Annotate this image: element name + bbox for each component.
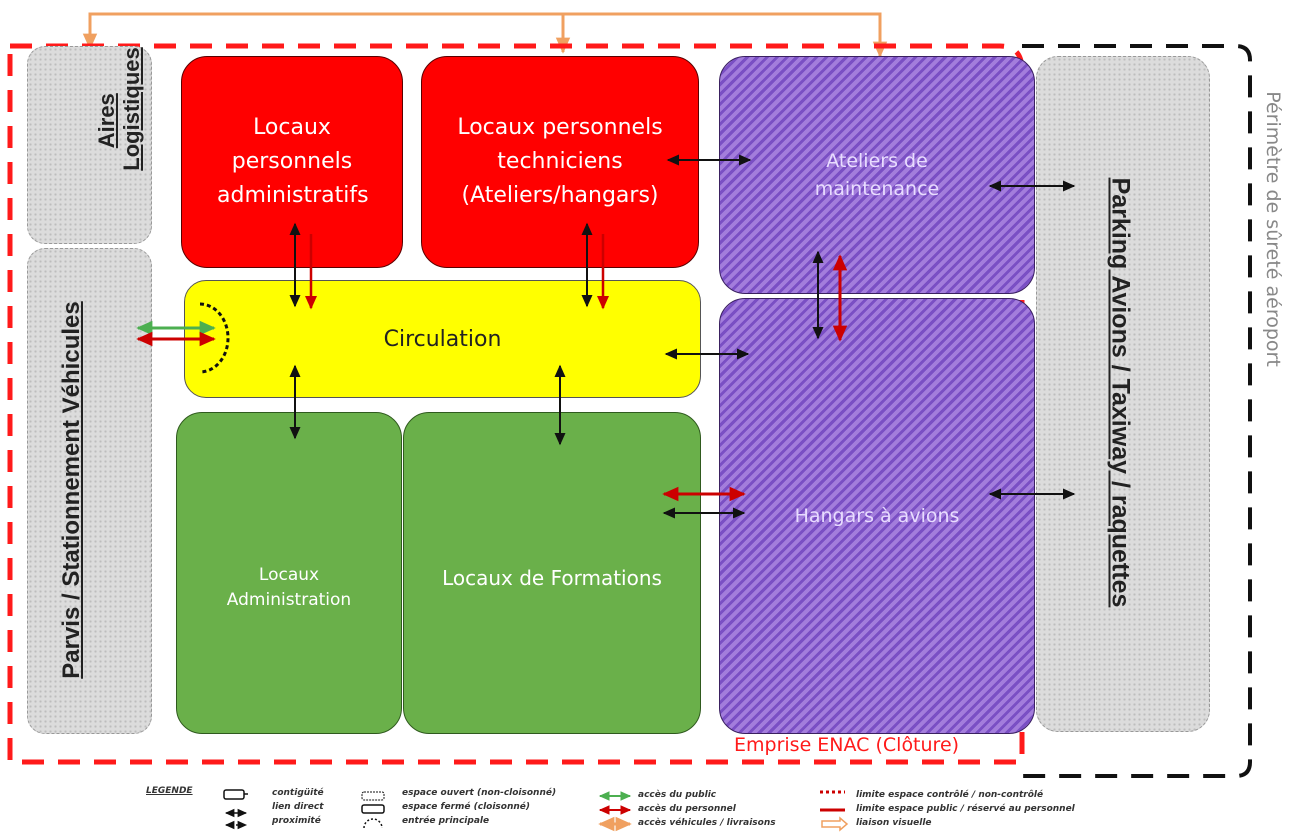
contiguite-icon <box>223 789 245 800</box>
legend-acces-public: accès du public <box>638 790 717 800</box>
espace-ouvert-icon <box>361 791 385 801</box>
zone-aires-logistiques <box>27 46 152 244</box>
perimeter-boundary <box>1022 44 1252 778</box>
legend-lien-direct: lien direct <box>272 802 324 812</box>
legend-contiguite: contigüité <box>272 788 324 798</box>
zone-locaux-administration: Locaux Administration <box>176 412 402 734</box>
legend-symbols <box>223 789 849 832</box>
legend-liaison-visuelle: liaison visuelle <box>856 818 932 828</box>
zone-locaux-personnels-techniciens: Locaux personnels techniciens (Ateliers/… <box>421 56 699 268</box>
zone-parking <box>1036 56 1210 732</box>
legend-espace-ouvert: espace ouvert (non-cloisonné) <box>402 788 557 798</box>
zone-circulation: Circulation <box>184 280 701 398</box>
zone-hangars-avions: Hangars à avions <box>719 298 1035 734</box>
legend-espace-ferme: espace fermé (cloisonné) <box>402 802 530 812</box>
zone-ateliers-maintenance: Ateliers de maintenance <box>719 56 1035 294</box>
legend-entree: entrée principale <box>402 816 490 826</box>
legend-title: LEGENDE <box>146 786 193 796</box>
emprise-label: Emprise ENAC (Clôture) <box>730 734 964 756</box>
main-entrance-icon <box>199 302 230 374</box>
liaison-visuelle-icon <box>821 816 849 832</box>
legend-proximite: proximité <box>272 816 321 826</box>
zone-locaux-formations: Locaux de Formations <box>403 412 701 734</box>
legend-limite-controle: limite espace contrôlé / non-contrôlé <box>856 790 1044 800</box>
entree-icon <box>363 818 383 829</box>
espace-ferme-icon <box>361 804 385 814</box>
zone-parvis <box>27 248 152 734</box>
legend-acces-vehicules: accès véhicules / livraisons <box>638 818 776 828</box>
legend-acces-personnel: accès du personnel <box>638 804 736 814</box>
legend-limite-public: limite espace public / réservé au person… <box>856 804 1075 814</box>
